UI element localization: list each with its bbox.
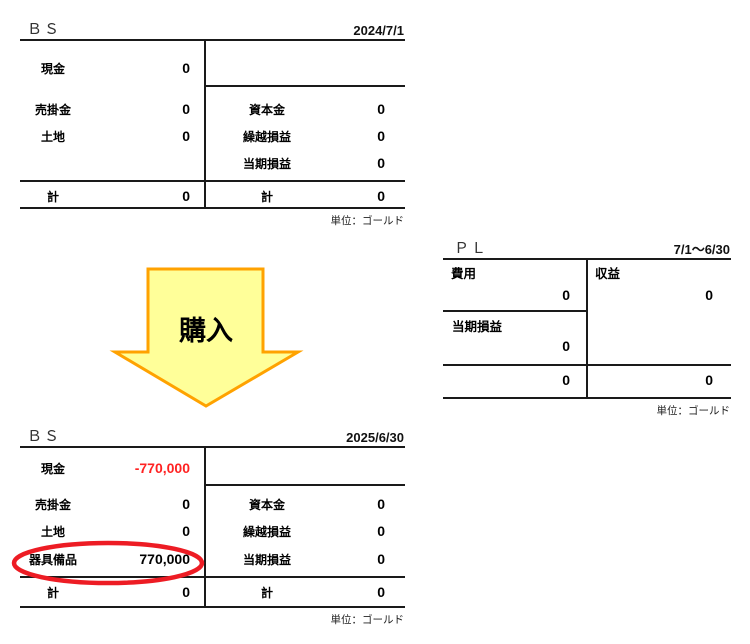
account-value: 0 (377, 155, 385, 171)
equipment-row-highlighted: 器具備品 770,000 (24, 549, 190, 569)
account-label: 資本金 (248, 102, 285, 117)
total-label: 計 (260, 585, 273, 600)
purchase-arrow: 購入 (109, 267, 304, 408)
account-label: 当期損益 (242, 552, 291, 567)
total-label: 計 (46, 585, 59, 600)
equity-total-row: 計 0 (238, 186, 385, 206)
account-label: 土地 (40, 524, 65, 539)
account-label: 現金 (40, 61, 65, 76)
column-divider-line (204, 41, 206, 207)
table-date: 2025/6/30 (346, 430, 404, 445)
expense-value: 0 (562, 287, 570, 303)
table-title: ＢＳ (27, 428, 62, 445)
total-value: 0 (182, 188, 190, 204)
table-body: 現金 0 売掛金 0 土地 0 計 0 資本金 0 繰越損益 0 (20, 41, 405, 209)
total-value: 0 (377, 584, 385, 600)
revenue-label: 収益 (595, 267, 621, 281)
column-divider-line (586, 260, 588, 397)
account-label: 当期損益 (242, 156, 291, 171)
total-label: 計 (260, 189, 273, 204)
account-value: 0 (182, 523, 190, 539)
arrow-label: 購入 (179, 316, 233, 346)
account-value: 0 (377, 523, 385, 539)
account-label: 資本金 (248, 497, 285, 512)
table-header: ＢＳ 2024/7/1 (20, 16, 405, 41)
table-row: 繰越損益 0 (238, 521, 385, 541)
net-income-label: 当期損益 (452, 320, 503, 334)
account-value: 0 (182, 101, 190, 117)
unit-label: 単位：ゴールド (330, 614, 405, 626)
revenue-value: 0 (705, 287, 713, 303)
table-row: 当期損益 0 (238, 549, 385, 569)
account-label: 土地 (40, 129, 65, 144)
total-value: 0 (377, 188, 385, 204)
equity-section-top-line (204, 85, 405, 87)
account-value: 0 (182, 60, 190, 76)
account-label: 売掛金 (34, 497, 71, 512)
assets-total-row: 計 0 (24, 186, 190, 206)
table-row: 売掛金 0 (24, 99, 190, 119)
expense-total-value: 0 (562, 372, 570, 388)
table-title: ＢＳ (27, 21, 62, 38)
table-row: 現金 0 (24, 58, 190, 78)
negative-cash-value: -770,000 (134, 460, 190, 476)
account-value: 0 (182, 496, 190, 512)
equity-section-top-line (204, 484, 405, 486)
expense-net-separator-line (443, 310, 586, 312)
account-value: 770,000 (139, 551, 190, 567)
profit-loss-table: ＰＬ 7/1～6/30 費用 0 当期損益 0 0 収益 0 0 単位：ゴールド (443, 238, 731, 418)
account-label: 現金 (40, 461, 65, 476)
table-body: 現金 -770,000 売掛金 0 土地 0 器具備品 770,000 計 0 … (20, 448, 405, 608)
totals-separator-line (20, 180, 405, 182)
down-arrow-icon (109, 267, 304, 408)
table-row: 現金 -770,000 (24, 458, 190, 478)
account-label: 売掛金 (34, 102, 71, 117)
table-row: 資本金 0 (238, 494, 385, 514)
account-label: 繰越損益 (242, 524, 291, 539)
net-income-value: 0 (562, 338, 570, 354)
table-row: 当期損益 0 (238, 153, 385, 173)
total-value: 0 (182, 584, 190, 600)
total-label: 計 (46, 189, 59, 204)
account-value: 0 (377, 551, 385, 567)
highlight-circle-icon (11, 540, 205, 586)
table-title: ＰＬ (454, 240, 489, 257)
table-row: 売掛金 0 (24, 494, 190, 514)
account-value: 0 (182, 128, 190, 144)
unit-label: 単位：ゴールド (656, 405, 731, 417)
account-label: 器具備品 (28, 552, 77, 567)
red-highlight-ellipse (11, 540, 205, 586)
table-period: 7/1～6/30 (673, 242, 730, 257)
totals-separator-line (443, 364, 731, 366)
table-body: 費用 0 当期損益 0 0 収益 0 0 (443, 260, 731, 399)
unit-label: 単位：ゴールド (330, 215, 405, 227)
column-divider-line (204, 448, 206, 606)
table-row: 土地 0 (24, 521, 190, 541)
table-row: 土地 0 (24, 126, 190, 146)
balance-sheet-before: ＢＳ 2024/7/1 現金 0 売掛金 0 土地 0 計 0 (20, 16, 405, 228)
account-value: 0 (377, 128, 385, 144)
table-header: ＢＳ 2025/6/30 (20, 423, 405, 448)
table-row: 資本金 0 (238, 99, 385, 119)
table-date: 2024/7/1 (353, 23, 404, 38)
account-value: 0 (377, 101, 385, 117)
revenue-total-value: 0 (705, 372, 713, 388)
table-row: 繰越損益 0 (238, 126, 385, 146)
assets-total-row: 計 0 (24, 582, 190, 602)
totals-separator-line (20, 576, 405, 578)
account-label: 繰越損益 (242, 129, 291, 144)
equity-total-row: 計 0 (238, 582, 385, 602)
balance-sheet-after: ＢＳ 2025/6/30 現金 -770,000 売掛金 0 土地 0 器具備品… (20, 423, 405, 627)
table-header: ＰＬ 7/1～6/30 (443, 238, 731, 260)
account-value: 0 (377, 496, 385, 512)
expense-label: 費用 (451, 267, 477, 281)
